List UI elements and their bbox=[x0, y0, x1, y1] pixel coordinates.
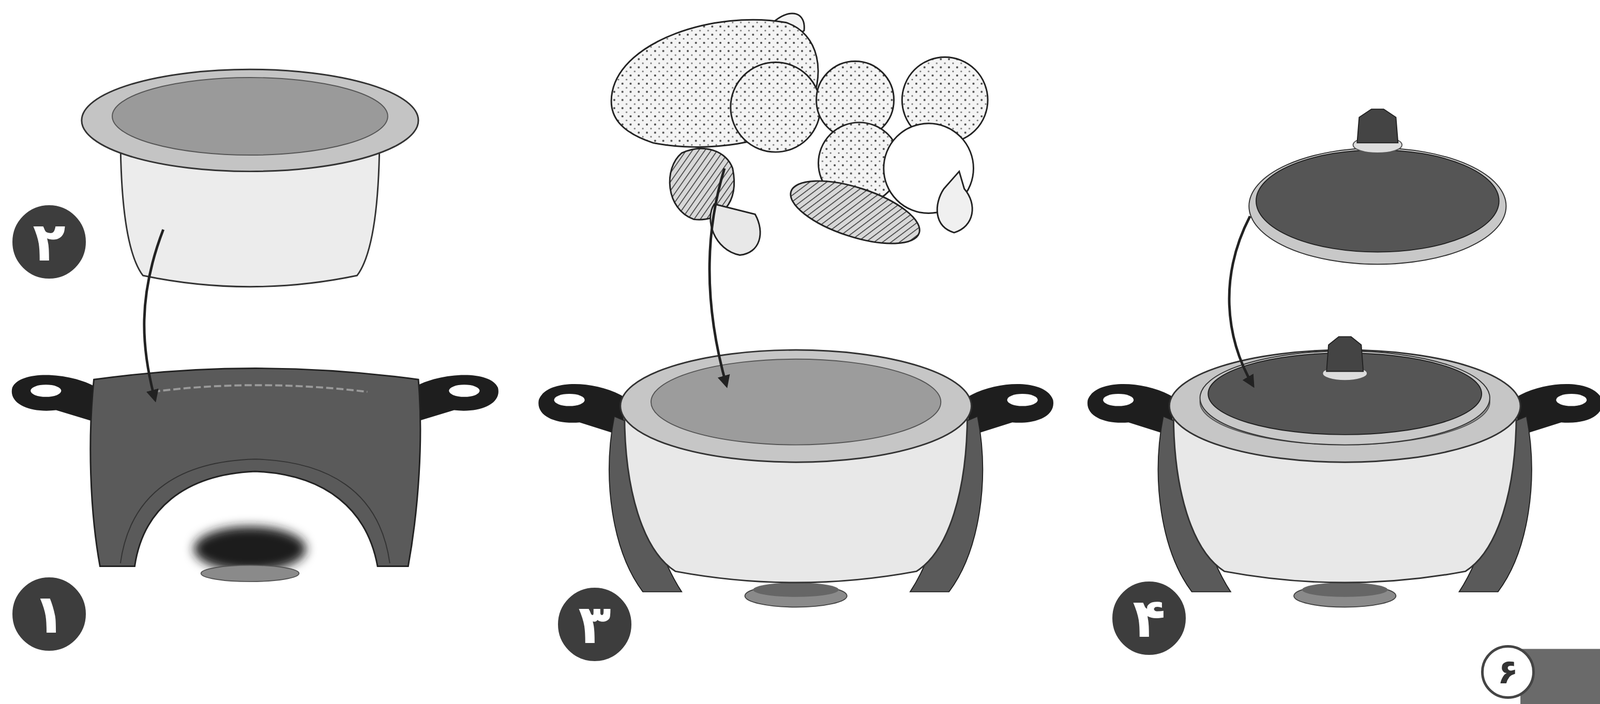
callout-number: ۳ bbox=[555, 585, 634, 664]
callout-number: ۱ bbox=[10, 575, 88, 654]
callout-number: ۶ bbox=[1481, 645, 1535, 700]
callout-number: ۴ bbox=[1110, 579, 1188, 658]
callout-number: ۲ bbox=[10, 203, 88, 281]
